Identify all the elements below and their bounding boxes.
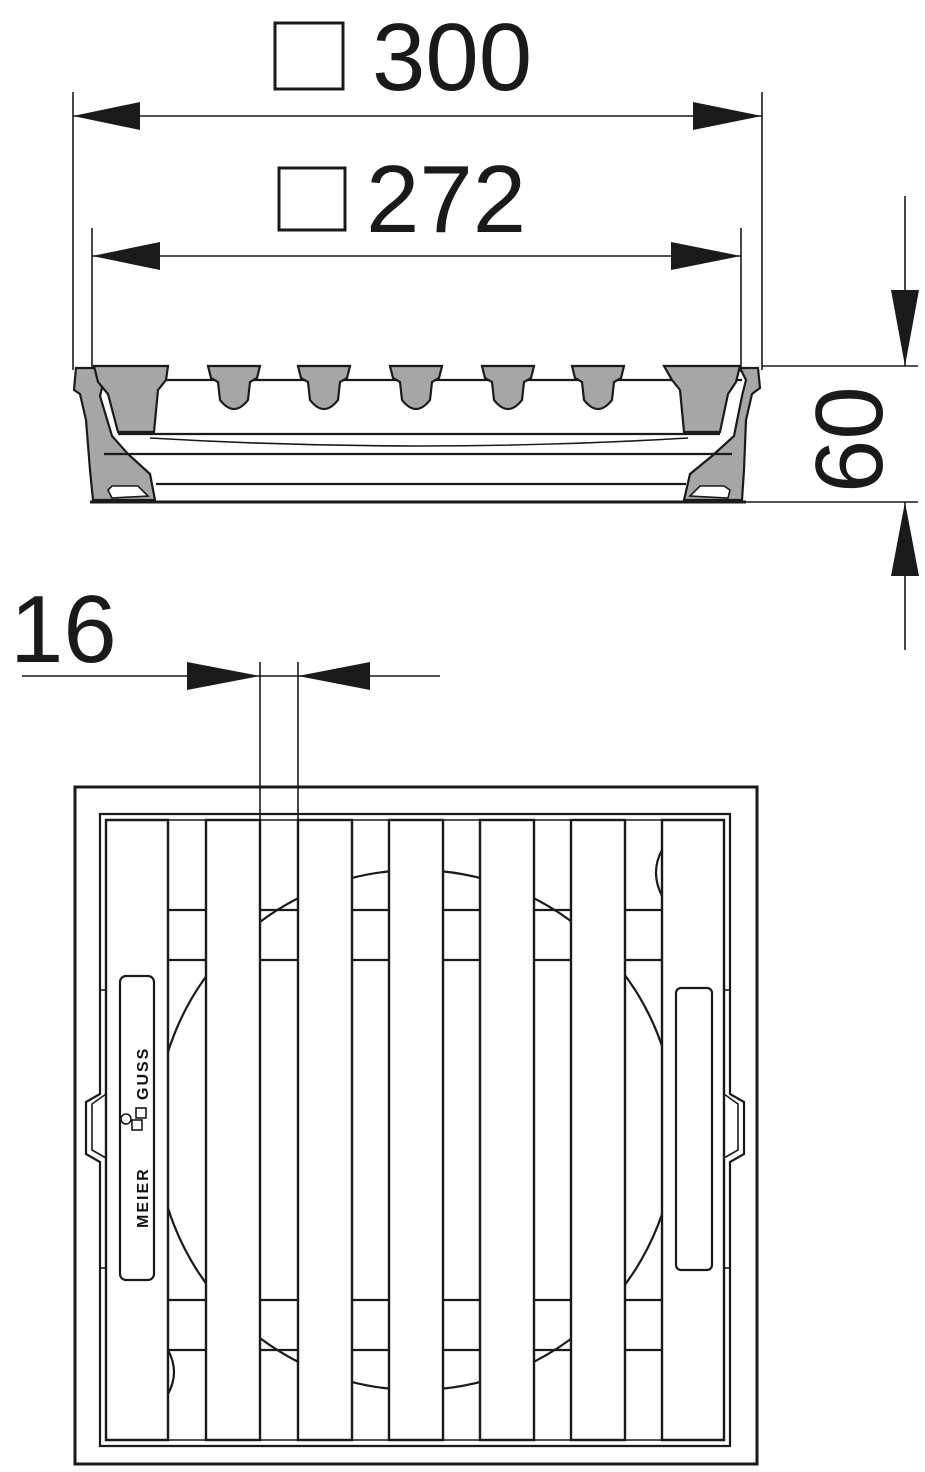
arrow-right-inner [671,242,741,270]
logo-mark-square-2 [135,1107,147,1119]
plan-outer-frame [73,785,759,1466]
height-label: 60 [796,386,903,493]
bar-width-label: 16 [10,576,117,683]
frame-slot-left [107,485,150,499]
plan-grate-outline [84,812,746,1448]
arrow-up-height [891,502,919,576]
logo: MEIER GUSS [120,1047,152,1228]
grate-bar-section-5 [570,364,626,411]
grate-bar-section-1 [206,364,262,411]
right-bar-notch-top [654,849,663,897]
dimension-height: 60 [740,196,919,650]
inner-width-label: 272 [366,146,526,253]
logo-text-left: MEIER [135,1167,152,1228]
frame-right-section [682,366,762,502]
grate-bar-1 [204,818,262,1442]
grate-bar-section-4 [480,364,536,411]
logo-text-right: GUSS [135,1047,152,1100]
left-bar-notch-bottom [167,1349,176,1395]
logo-plate [118,974,156,1282]
right-bar-slot [674,986,714,1272]
plan-view: MEIER GUSS [73,785,759,1466]
dimension-bar-width: 16 [10,576,440,822]
section-view [72,364,762,504]
grate-bar-section-3 [388,364,444,411]
grate-end-right [662,364,742,434]
frame-slot-right [688,485,731,499]
arrow-right-outer [693,102,762,130]
dimension-inner-width: 272 [91,146,742,372]
grate-end-bar-right [660,818,726,1442]
grate-underside-curve [149,437,689,447]
square-symbol-inner [277,166,347,232]
grate-end-left [92,364,170,434]
square-symbol-outer [273,21,345,91]
arrow-right-bar [187,662,260,690]
logo-mark-circle [120,1113,132,1125]
grate-bar-2 [296,818,354,1442]
arrow-left-inner [92,242,160,270]
grate-bar-5 [569,818,627,1442]
outer-width-label: 300 [372,4,532,111]
grate-bar-section-2 [296,364,352,411]
arrow-left-outer [73,102,140,130]
arrow-left-bar [298,662,370,690]
grate-bar-4 [478,818,536,1442]
dimension-outer-width: 300 [72,4,763,370]
arrow-down-height [891,290,919,366]
logo-mark-square-1 [131,1119,143,1131]
grate-bar-3 [387,818,445,1442]
